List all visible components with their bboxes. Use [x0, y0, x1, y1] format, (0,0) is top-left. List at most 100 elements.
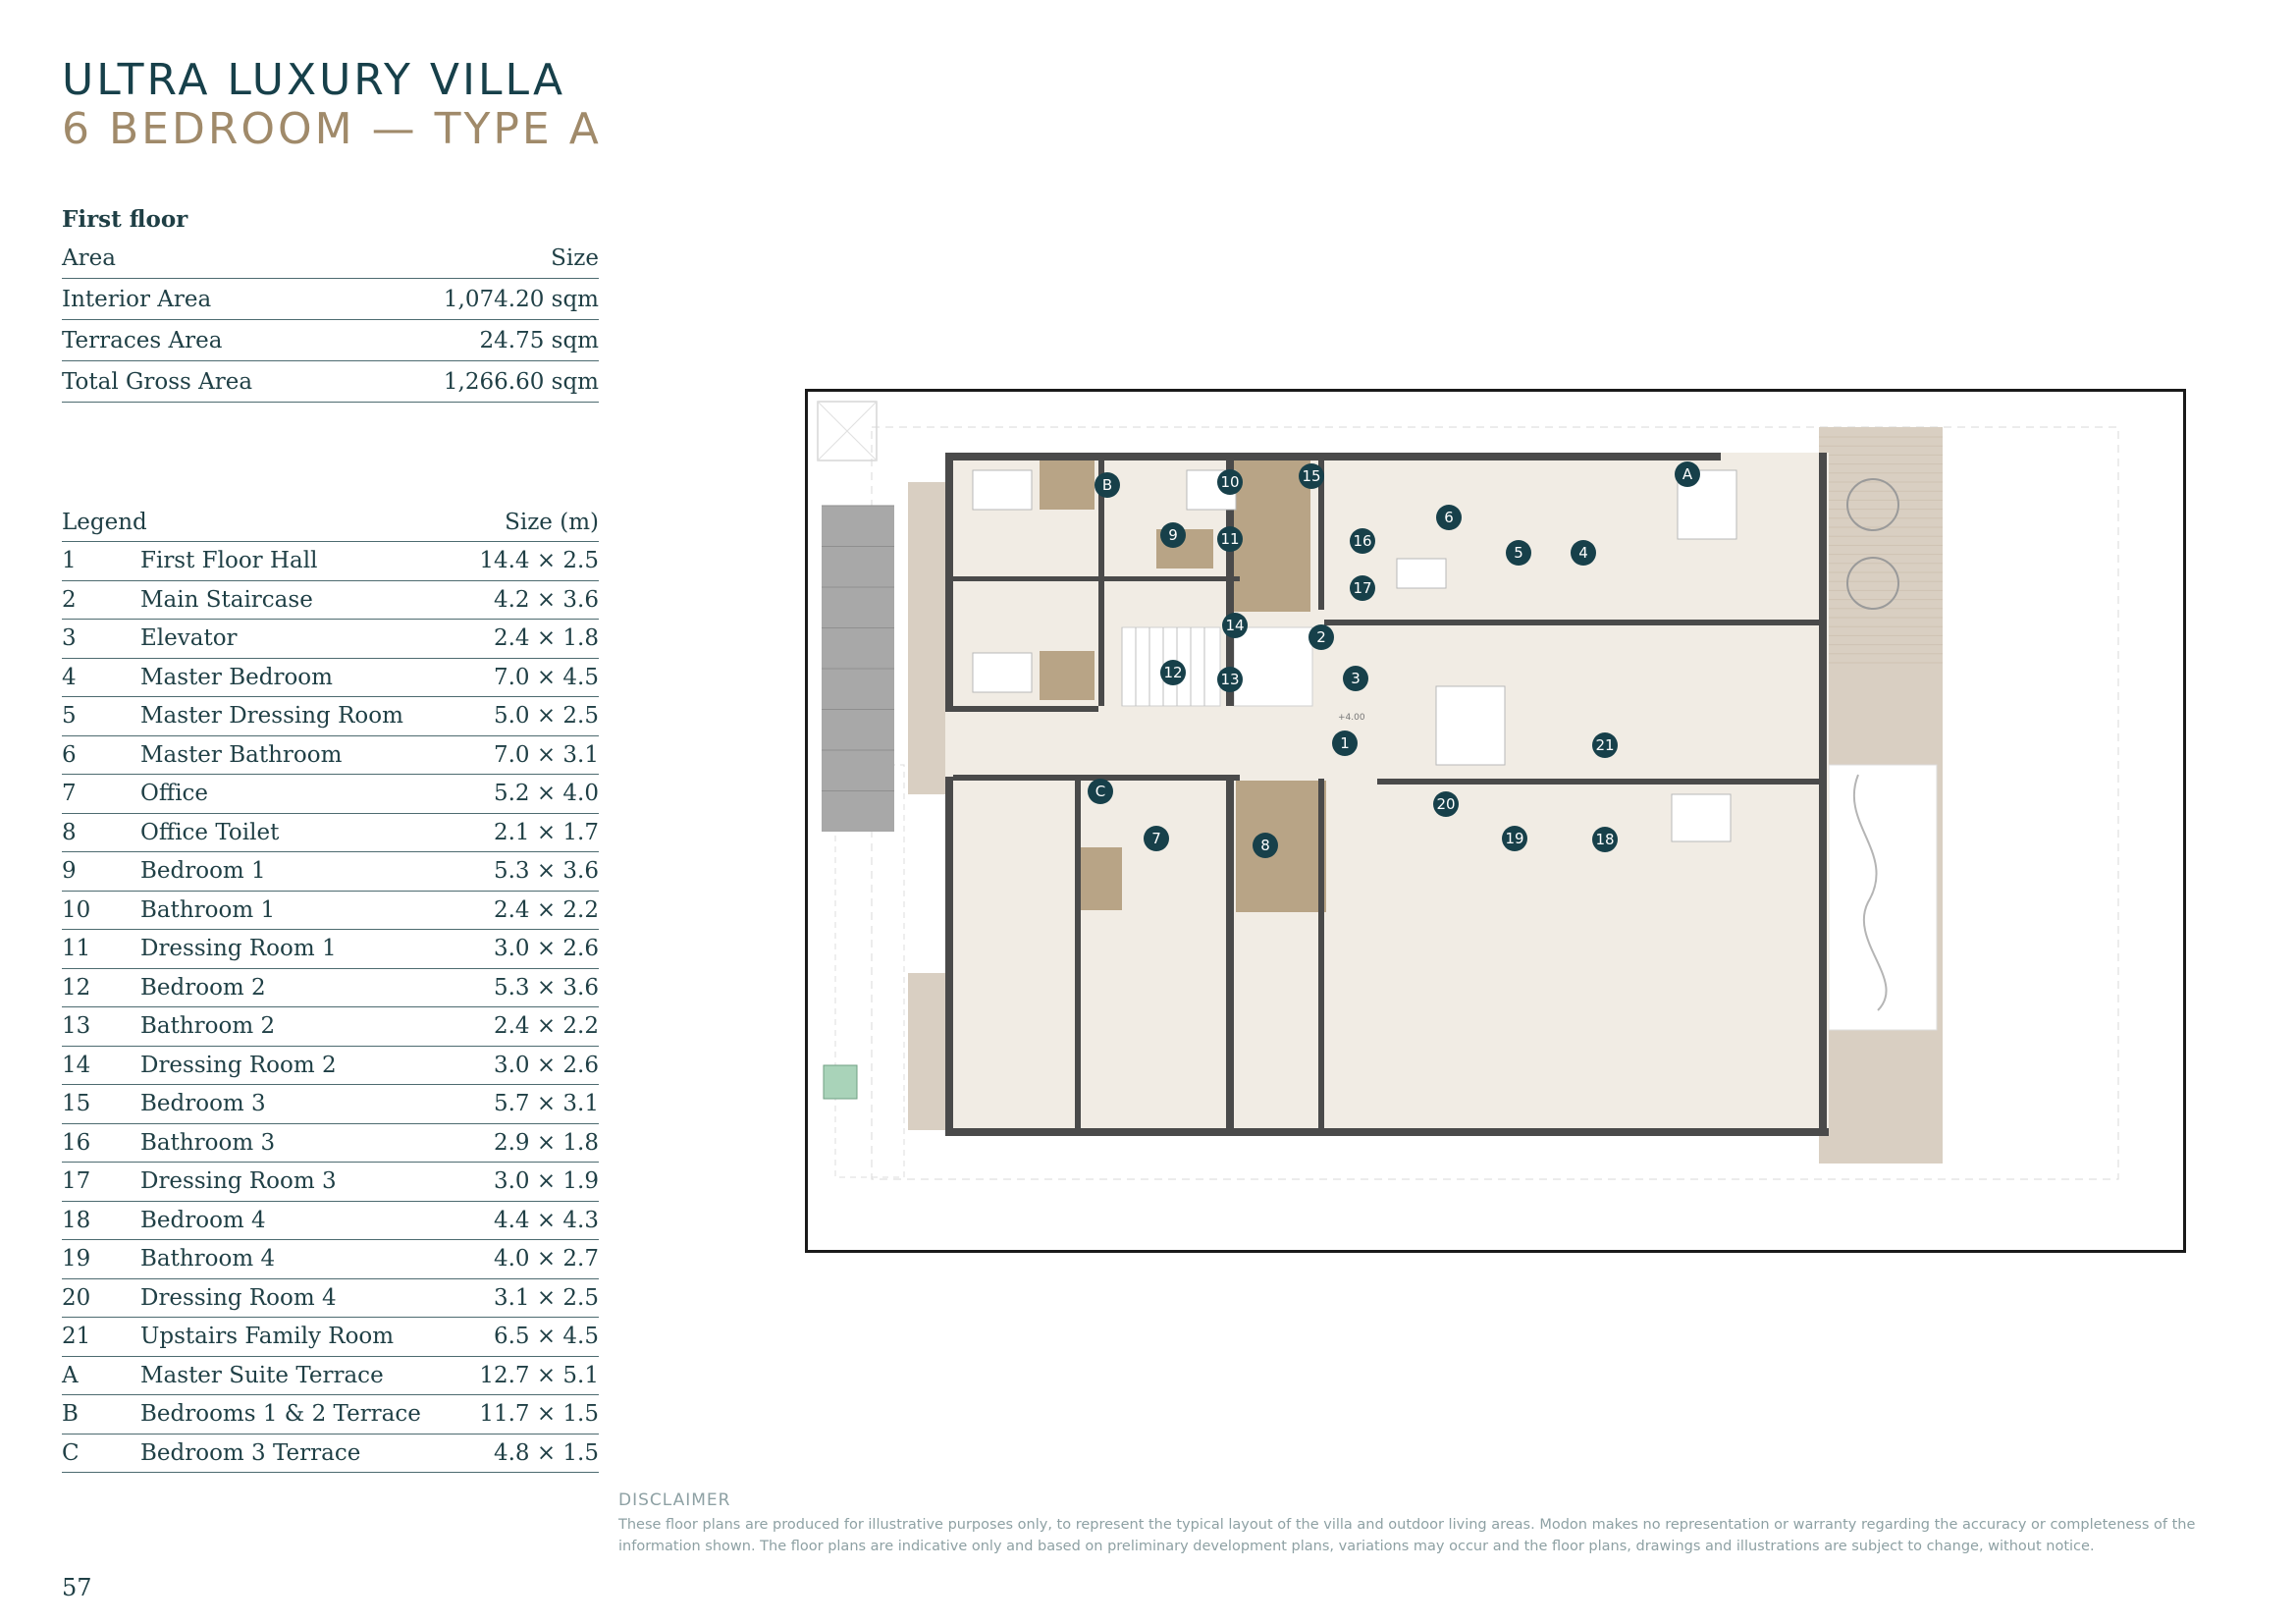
- wall: [1226, 779, 1234, 1136]
- furniture: [972, 469, 1033, 511]
- room-marker-label: 10: [1220, 473, 1239, 491]
- legend-id: A: [62, 1362, 79, 1388]
- room-marker-label: 8: [1260, 837, 1270, 854]
- legend-id: 2: [62, 586, 77, 613]
- legend-size: 14.4 × 2.5: [479, 548, 599, 574]
- legend-size: 2.1 × 1.7: [493, 819, 599, 845]
- room-marker-4: [1571, 540, 1596, 566]
- legend-id: 6: [62, 741, 77, 768]
- room-marker-C: [1088, 779, 1113, 804]
- furniture: [1396, 558, 1447, 589]
- wall: [945, 777, 953, 1136]
- legend-size: 4.2 × 3.6: [493, 586, 599, 613]
- page-number: 57: [62, 1574, 92, 1601]
- room-marker-B: [1095, 472, 1120, 498]
- legend-name: Dressing Room 4: [140, 1284, 337, 1311]
- legend-id: 15: [62, 1091, 91, 1117]
- legend-size: 7.0 × 4.5: [493, 664, 599, 690]
- legend-id: C: [62, 1439, 80, 1466]
- legend-id: 10: [62, 896, 91, 923]
- wall: [1093, 576, 1240, 581]
- legend-name: Bedroom 2: [140, 974, 266, 1001]
- level-mark: +4.00: [1338, 713, 1365, 723]
- legend-name: Upstairs Family Room: [140, 1324, 395, 1350]
- legend-id: 19: [62, 1246, 91, 1272]
- area-table-header: Area Size: [62, 238, 599, 279]
- area-value: 1,266.60 sqm: [443, 368, 599, 395]
- room-marker-7: [1144, 826, 1169, 851]
- wet-area: [1040, 651, 1095, 700]
- legend-size: 5.0 × 2.5: [493, 703, 599, 730]
- room-marker-9: [1160, 522, 1186, 548]
- room-marker-14: [1222, 613, 1248, 638]
- terrace-chair: [1846, 557, 1899, 610]
- room-marker-label: 14: [1225, 617, 1244, 634]
- table-row: Total Gross Area 1,266.60 sqm: [62, 361, 599, 403]
- room-marker-label: 5: [1514, 544, 1523, 562]
- room-marker-label: 21: [1595, 736, 1614, 754]
- legend-name: Bathroom 3: [140, 1129, 276, 1156]
- legend-name: Bathroom 1: [140, 896, 276, 923]
- room-marker-label: 16: [1353, 532, 1371, 550]
- legend-name: Main Staircase: [140, 586, 313, 613]
- legend-size: 5.3 × 3.6: [493, 974, 599, 1001]
- wall: [1819, 453, 1827, 1136]
- room-marker-A: [1675, 461, 1700, 487]
- wall: [1324, 620, 1827, 625]
- room-marker-label: C: [1095, 783, 1105, 800]
- room-marker-label: A: [1682, 465, 1693, 483]
- legend-size: 5.7 × 3.1: [493, 1091, 599, 1117]
- area-table: First floor Area Size Interior Area 1,07…: [62, 202, 599, 403]
- room-marker-2: [1308, 624, 1334, 650]
- room-marker-5: [1506, 540, 1531, 566]
- room-marker-16: [1350, 528, 1375, 554]
- room-marker-3: [1343, 666, 1368, 691]
- room-marker-label: 7: [1151, 830, 1161, 847]
- legend-name: Bedroom 3: [140, 1091, 266, 1117]
- legend-name: Bedroom 4: [140, 1207, 266, 1233]
- wall: [1318, 453, 1324, 610]
- col-size-label: Size: [551, 244, 599, 271]
- plan-plant: [823, 1064, 858, 1100]
- wet-area: [1040, 459, 1095, 510]
- legend-id: 3: [62, 625, 77, 652]
- room-marker-13: [1217, 667, 1243, 692]
- furniture: [972, 652, 1033, 693]
- legend-size: 11.7 × 1.5: [479, 1401, 599, 1428]
- room-marker-label: 18: [1595, 831, 1614, 848]
- legend-name: Dressing Room 3: [140, 1168, 337, 1195]
- legend-size: 6.5 × 4.5: [493, 1324, 599, 1350]
- legend-id: 5: [62, 703, 77, 730]
- room-marker-18: [1592, 827, 1618, 852]
- legend-id: 14: [62, 1052, 91, 1078]
- disclaimer-text: These floor plans are produced for illus…: [618, 1517, 2196, 1554]
- section-heading: First floor: [62, 206, 188, 233]
- pool: [1828, 764, 1938, 1031]
- legend-id: 8: [62, 819, 77, 845]
- wall: [945, 1128, 1829, 1136]
- legend-id: 7: [62, 781, 77, 807]
- room-marker-label: 20: [1436, 795, 1455, 813]
- legend-name: Bathroom 4: [140, 1246, 276, 1272]
- legend-name: Master Suite Terrace: [140, 1362, 384, 1388]
- area-label: Interior Area: [62, 286, 212, 312]
- legend-size: 3.1 × 2.5: [493, 1284, 599, 1311]
- room-marker-12: [1160, 660, 1186, 685]
- legend-size: 4.4 × 4.3: [493, 1207, 599, 1233]
- room-marker-label: 6: [1444, 509, 1454, 526]
- room-marker-1: [1332, 731, 1358, 756]
- title-line-1: ULTRA LUXURY VILLA: [62, 55, 566, 105]
- legend-row: 2 Main Staircase 4.2 × 3.6: [62, 581, 599, 620]
- legend-size: 5.2 × 4.0: [493, 781, 599, 807]
- legend-size: 2.9 × 1.8: [493, 1129, 599, 1156]
